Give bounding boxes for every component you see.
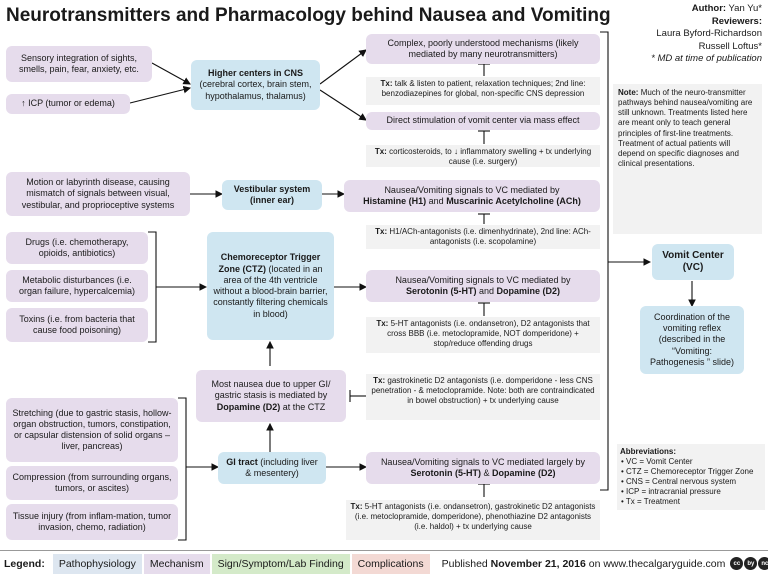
md-footnote: * MD at time of publication bbox=[651, 53, 762, 65]
gi-tract: GI tract (including liver & mesentery) bbox=[218, 452, 326, 484]
tx-cns: Tx: talk & listen to patient, relaxation… bbox=[366, 77, 600, 105]
abbr-item: CTZ = Chemoreceptor Trigger Zone bbox=[620, 467, 762, 477]
tx-direct-text: corticosteroids, to ↓ inflammatory swell… bbox=[389, 147, 592, 166]
note-label: Note: bbox=[618, 88, 639, 97]
vest-text-a: Nausea/Vomiting signals to VC mediated b… bbox=[384, 184, 560, 195]
gastric-dopamine: Dopamine (D2) bbox=[216, 401, 281, 412]
tx-gi: Tx: 5-HT antagonists (i.e. ondansetron),… bbox=[346, 500, 600, 540]
tx-gastric-label: Tx: bbox=[373, 376, 386, 385]
legend-sign-symptom: Sign/Symptom/Lab Finding bbox=[211, 553, 350, 574]
gastric-text-a: Most nausea due to upper GI/ gastric sta… bbox=[211, 379, 331, 401]
abbr-item: Tx = Treatment bbox=[620, 497, 762, 507]
tx-ctz: Tx: 5-HT antagonists (i.e. ondansetron),… bbox=[366, 317, 600, 353]
legend-pathophysiology: Pathophysiology bbox=[52, 553, 142, 574]
coordination-vomiting-reflex: Coordination of the vomiting reflex (des… bbox=[640, 306, 744, 374]
toxins: Toxins (i.e. from bacteria that cause fo… bbox=[6, 308, 148, 342]
gi-title: GI tract bbox=[226, 456, 258, 467]
abbr-item: ICP = intracranial pressure bbox=[620, 487, 762, 497]
chemoreceptor-trigger-zone: Chemoreceptor Trigger Zone (CTZ) (locate… bbox=[207, 232, 334, 340]
author-label: Author: bbox=[691, 3, 727, 14]
drugs: Drugs (i.e. chemotherapy, opioids, antib… bbox=[6, 232, 148, 264]
reviewers-label: Reviewers: bbox=[711, 15, 762, 27]
legend-bar: Legend: Pathophysiology Mechanism Sign/S… bbox=[0, 550, 768, 576]
ctz-serotonin: Serotonin (5-HT) bbox=[405, 286, 477, 296]
compression: Compression (from surrounding organs, tu… bbox=[6, 466, 178, 500]
direct-stimulation: Direct stimulation of vomit center via m… bbox=[366, 112, 600, 130]
tx-gi-label: Tx: bbox=[350, 502, 363, 511]
credits: Author: Yan Yu* Reviewers: Laura Byford-… bbox=[651, 3, 762, 66]
tx-gastric-text: gastrokinetic D2 antagonists (i.e. dompe… bbox=[371, 376, 595, 405]
sensory-integration: Sensory integration of sights, smells, p… bbox=[6, 46, 152, 82]
motion-labyrinth-disease: Motion or labyrinth disease, causing mis… bbox=[6, 172, 190, 216]
tx-vest-text: H1/ACh-antagonists (i.e. dimenhydrinate)… bbox=[389, 227, 591, 246]
gi-sig-text-a: Nausea/Vomiting signals to VC mediated l… bbox=[380, 456, 586, 467]
tx-ctz-text: 5-HT antagonists (i.e. ondansetron), D2 … bbox=[387, 319, 590, 348]
tx-cns-text: talk & listen to patient, relaxation tec… bbox=[381, 79, 586, 98]
cns-title: Higher centers in CNS bbox=[207, 68, 304, 79]
gi-nausea-signals: Nausea/Vomiting signals to VC mediated l… bbox=[366, 452, 600, 484]
tx-gi-text: 5-HT antagonists (i.e. ondansetron), gas… bbox=[354, 502, 596, 531]
tx-cns-label: Tx: bbox=[380, 79, 393, 88]
raised-icp: ↑ ICP (tumor or edema) bbox=[6, 94, 130, 114]
vest-and: and bbox=[428, 196, 444, 206]
stretching: Stretching (due to gastric stasis, hollo… bbox=[6, 398, 178, 462]
reviewer-2: Russell Loftus* bbox=[698, 40, 762, 52]
gi-dopamine: Dopamine (D2) bbox=[492, 468, 556, 478]
note-box: Note: Much of the neuro-transmitter path… bbox=[613, 84, 762, 234]
page-title: Neurotransmitters and Pharmacology behin… bbox=[6, 5, 611, 26]
abbreviations-title: Abbreviations: bbox=[620, 447, 677, 456]
legend-complications: Complications bbox=[351, 553, 430, 574]
published-info: Published November 21, 2016 on www.theca… bbox=[441, 557, 726, 570]
abbr-item: CNS = Central nervous system bbox=[620, 477, 762, 487]
tx-gastric: Tx: gastrokinetic D2 antagonists (i.e. d… bbox=[366, 374, 600, 420]
note-text: Much of the neuro-transmitter pathways b… bbox=[618, 88, 753, 169]
vomit-center: Vomit Center (VC) bbox=[652, 244, 734, 280]
ctz-and: and bbox=[478, 286, 494, 296]
vest-acetylcholine: Muscarinic Acetylcholine (ACh) bbox=[446, 196, 581, 206]
ctz-nausea-signals: Nausea/Vomiting signals to VC mediated b… bbox=[366, 270, 600, 302]
gi-serotonin: Serotonin (5-HT) bbox=[410, 468, 481, 478]
tx-ctz-label: Tx: bbox=[376, 319, 389, 328]
reviewer-1: Laura Byford-Richardson bbox=[656, 28, 762, 40]
gastric-text-c: at the CTZ bbox=[282, 401, 326, 412]
ctz-sig-text-a: Nausea/Vomiting signals to VC mediated b… bbox=[395, 274, 571, 285]
tx-vest-label: Tx: bbox=[375, 227, 388, 236]
gi-and: & bbox=[483, 468, 490, 478]
vestibular-nausea-signals: Nausea/Vomiting signals to VC mediated b… bbox=[344, 180, 600, 212]
complex-mechanisms: Complex, poorly understood mechanisms (l… bbox=[366, 34, 600, 64]
tx-vestibular: Tx: H1/ACh-antagonists (i.e. dimenhydrin… bbox=[366, 225, 600, 249]
gastric-stasis-dopamine: Most nausea due to upper GI/ gastric sta… bbox=[196, 370, 346, 422]
tx-direct-label: Tx: bbox=[374, 147, 387, 156]
cns-subtitle: (cerebral cortex, brain stem, hypothalam… bbox=[199, 79, 312, 101]
abbr-item: VC = Vomit Center bbox=[620, 457, 762, 467]
tx-direct: Tx: corticosteroids, to ↓ inflammatory s… bbox=[366, 145, 600, 167]
abbreviations: Abbreviations: VC = Vomit Center CTZ = C… bbox=[617, 444, 765, 510]
higher-cns-centers: Higher centers in CNS (cerebral cortex, … bbox=[191, 60, 320, 110]
vest-histamine: Histamine (H1) bbox=[363, 196, 427, 206]
metabolic-disturbances: Metabolic disturbances (i.e. organ failu… bbox=[6, 270, 148, 302]
legend-mechanism: Mechanism bbox=[143, 553, 210, 574]
tissue-injury: Tissue injury (from inflam-mation, tumor… bbox=[6, 504, 178, 540]
ctz-title: Chemoreceptor Trigger Zone (CTZ) bbox=[218, 252, 321, 274]
legend-label: Legend: bbox=[4, 557, 45, 570]
author: Yan Yu* bbox=[728, 3, 762, 14]
vestibular-system: Vestibular system (inner ear) bbox=[222, 180, 322, 210]
gi-description: (including liver & mesentery) bbox=[245, 456, 318, 478]
ctz-description: (located in an area of the 4th ventricle… bbox=[213, 263, 328, 319]
creative-commons-icon: ccbyncnd bbox=[730, 557, 768, 570]
ctz-dopamine: Dopamine (D2) bbox=[496, 286, 561, 296]
